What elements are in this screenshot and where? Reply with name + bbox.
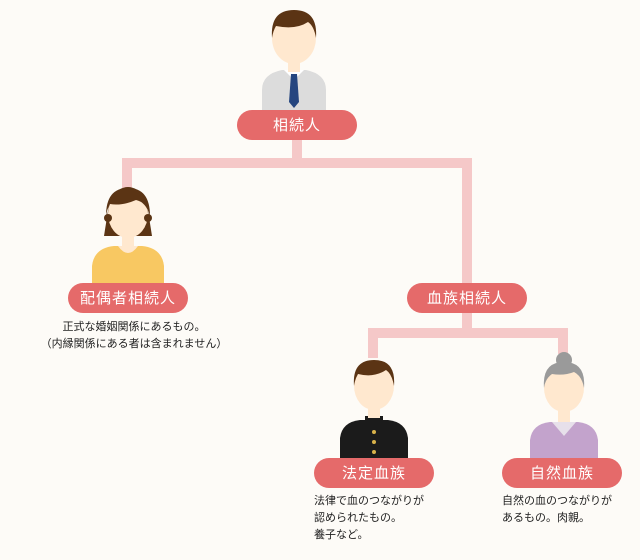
student-icon [340,360,408,462]
connector-spouse-down [122,158,132,190]
connector-natural-down [558,328,568,354]
natural-relative-note: 自然の血のつながりが あるもの。肉親。 [502,494,612,524]
grandmother-icon [530,352,598,462]
natural-relative-node: 自然血族 [502,458,622,488]
connector-top-horizontal [122,158,472,168]
connector-legal-down [368,328,378,358]
connector-heir-down [292,138,302,160]
legal-relative-note: 法律で血のつながりが 認められたもの。 養子など。 [314,494,424,541]
connector-bottom-horizontal [368,328,568,338]
heir-node: 相続人 [237,110,357,140]
blood-relative-node: 血族相続人 [407,283,527,313]
spouse-note: 正式な婚姻関係にあるもの。 （内縁関係にある者は含まれません） [40,320,228,350]
woman-icon [92,187,164,284]
spouse-node: 配偶者相続人 [68,283,188,313]
legal-relative-node: 法定血族 [314,458,434,488]
connector-blood-sub-down [462,310,472,332]
businessman-icon [262,10,326,112]
connector-blood-down [462,158,472,284]
